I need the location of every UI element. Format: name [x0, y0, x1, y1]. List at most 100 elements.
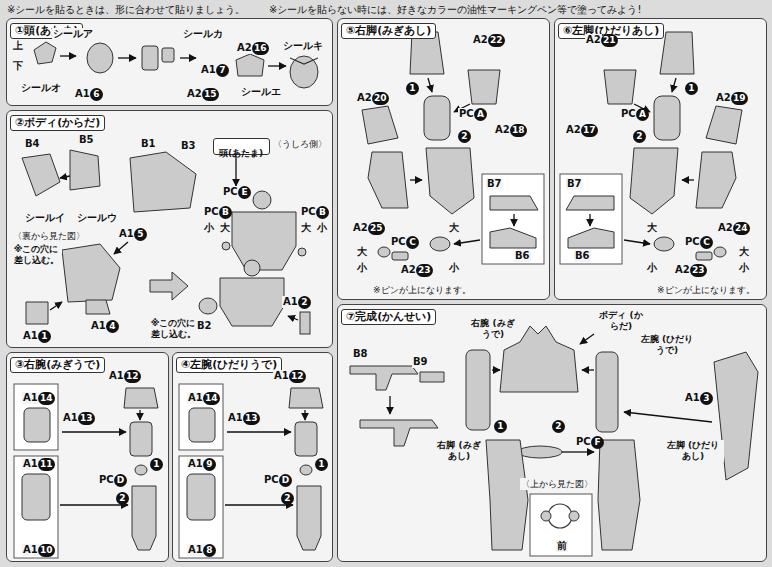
panel-fill	[337, 304, 767, 562]
assembly-arrow	[118, 57, 136, 58]
assembly-arrow	[50, 302, 62, 310]
note-text: ※シールを貼るときは、形に合わせて貼りましょう。	[6, 4, 246, 16]
part-label: A1	[62, 412, 79, 424]
part-label: PC	[390, 236, 407, 248]
part-shape	[34, 42, 56, 64]
part-shape	[362, 106, 398, 144]
inset-frame	[482, 174, 544, 264]
assembly-arrow	[582, 369, 594, 370]
assembly-arrow	[562, 451, 594, 452]
outline-line	[290, 58, 318, 64]
part-shape	[420, 372, 444, 382]
part-label: 大	[646, 222, 658, 234]
callout-number: 2	[281, 492, 294, 505]
callout-number: 14	[38, 392, 55, 405]
part-shape	[199, 298, 217, 314]
part-shape	[466, 350, 490, 430]
assembly-arrow	[580, 334, 594, 344]
inset-frame	[14, 456, 58, 558]
step-panel: ④左腕(ひだりうで)	[172, 352, 333, 562]
part-label: PC	[98, 474, 115, 486]
part-label: B8	[352, 348, 369, 360]
callout-number: 2	[298, 296, 311, 309]
part-shape	[162, 48, 174, 62]
part-label: PC	[684, 236, 701, 248]
callout-number: B	[316, 206, 329, 219]
part-label: A2	[717, 222, 734, 234]
part-label: シールエ	[240, 86, 282, 98]
part-name: 頭(あたま)	[219, 148, 263, 159]
part-shape	[142, 46, 158, 70]
note-text: ボディ (からだ)	[596, 310, 646, 332]
callout-number: 2	[633, 130, 646, 143]
assembly-arrow	[288, 316, 298, 320]
part-label: PC	[222, 186, 239, 198]
part-label: 上	[12, 40, 24, 52]
part-shape	[130, 422, 152, 456]
callout-number: 16	[252, 42, 269, 55]
callout-number: 18	[510, 124, 527, 137]
part-label: 小	[738, 262, 750, 274]
part-shape	[22, 154, 60, 196]
callout-number: 8	[203, 544, 216, 557]
part-label: A1	[74, 88, 91, 100]
part-label: B6	[514, 250, 531, 262]
callout-number: 21	[601, 34, 618, 47]
inset-frame	[14, 384, 58, 450]
drawing-element	[362, 32, 544, 264]
callout-number: 1	[685, 82, 698, 95]
callout-number: 25	[368, 222, 385, 235]
part-label: B2	[196, 320, 213, 332]
part-shape	[22, 474, 50, 520]
part-shape	[368, 152, 408, 208]
part-shape	[569, 511, 579, 521]
callout-number: 13	[78, 412, 95, 425]
part-label: B5	[78, 134, 95, 146]
part-label: シールイ	[24, 212, 66, 224]
part-shape	[468, 70, 500, 104]
callout-number: 5	[134, 228, 147, 241]
note-text: 右脚 (みぎあし)	[434, 440, 484, 462]
callout-number: 13	[243, 412, 260, 425]
part-shape	[430, 237, 450, 251]
part-shape	[298, 248, 306, 256]
callout-number: 7	[216, 64, 229, 77]
part-label: 小	[203, 222, 215, 234]
assembly-arrow	[454, 240, 480, 244]
small-note: ※ピンが上になります。	[372, 284, 472, 296]
part-shape	[350, 366, 418, 390]
small-note: 〈上から見た図〉	[520, 478, 594, 490]
step-title: ③右腕(みぎうで)	[10, 357, 105, 373]
part-shape	[541, 511, 551, 521]
drawing-element	[14, 384, 158, 558]
small-note: 〈裏から見た図〉	[12, 230, 86, 242]
callout-number: C	[406, 236, 419, 249]
assembly-arrow	[410, 179, 422, 180]
part-label: B3	[180, 140, 197, 152]
callout-number: 6	[90, 88, 103, 101]
assembly-arrow	[62, 431, 126, 432]
assembly-arrow	[492, 369, 500, 370]
part-shape	[130, 152, 196, 212]
part-shape	[150, 272, 188, 300]
part-label: A2	[585, 34, 602, 46]
part-label: PC	[575, 436, 592, 448]
note-text: 左腕 (ひだりうで)	[636, 334, 698, 356]
assembly-arrow	[428, 78, 432, 92]
part-shape	[596, 352, 618, 432]
callout-number: 22	[488, 34, 505, 47]
part-label: A1	[22, 544, 39, 556]
callout-number: 1	[38, 330, 51, 343]
part-label: 大	[356, 246, 368, 258]
part-label: PC	[300, 206, 317, 218]
part-label: A2	[715, 92, 732, 104]
part-shape	[70, 150, 100, 190]
part-shape	[253, 191, 271, 209]
part-shape	[135, 465, 147, 475]
small-note: ※ピンが上になります。	[656, 284, 756, 296]
assembly-arrow	[114, 242, 128, 254]
step-title: ⑤右脚(みぎあし)	[341, 23, 436, 39]
assembly-arrow	[513, 214, 514, 226]
assembly-arrow	[268, 65, 286, 66]
